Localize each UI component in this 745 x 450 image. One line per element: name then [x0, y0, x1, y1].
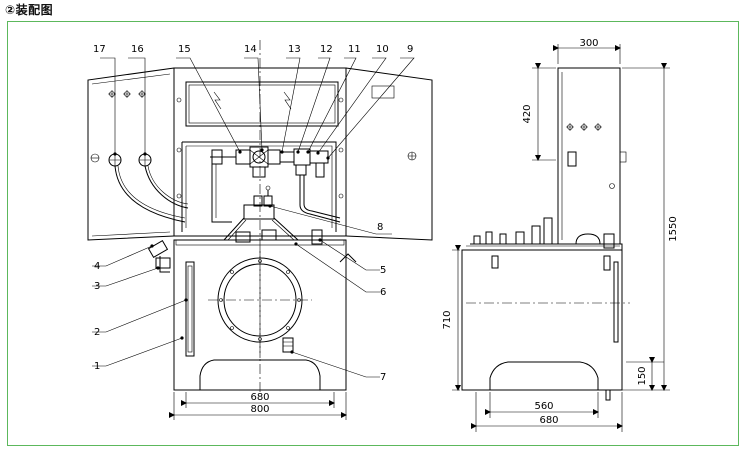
- dim-710: 710: [442, 310, 453, 329]
- cover-bolts: [219, 259, 301, 341]
- callout-4: 4: [94, 261, 100, 272]
- dim-680-front: 680: [250, 392, 269, 403]
- callout-15: 15: [178, 44, 191, 55]
- callout-9: 9: [407, 44, 413, 55]
- door-screws: [108, 90, 146, 98]
- callout-16: 16: [131, 44, 144, 55]
- left-door: [87, 67, 175, 241]
- middle-manifold: [223, 185, 323, 245]
- callout-labels: 17 16 15 14 13 12 11 10 9 8 5 6 7 4 3 2 …: [93, 44, 413, 383]
- callout-1: 1: [94, 361, 100, 372]
- dim-800-front: 800: [250, 404, 269, 415]
- front-view: [87, 40, 433, 420]
- drawing-frame: [7, 21, 739, 446]
- side-tank: [461, 249, 623, 391]
- side-view: [452, 44, 670, 432]
- callout-13: 13: [288, 44, 301, 55]
- cabinet-window: [185, 81, 339, 127]
- heater-7: [282, 337, 294, 353]
- drawing-heading: ②装配图: [5, 3, 54, 17]
- side-cabinet: [557, 67, 621, 245]
- callout-8: 8: [377, 222, 383, 233]
- callout-17: 17: [93, 44, 106, 55]
- dim-1550: 1550: [668, 216, 679, 241]
- callout-6: 6: [380, 287, 386, 298]
- callout-11: 11: [348, 44, 361, 55]
- side-screws: [566, 123, 602, 131]
- dim-150: 150: [637, 366, 648, 385]
- dim-680-side: 680: [539, 415, 558, 426]
- dim-420: 420: [522, 104, 533, 123]
- inner-frame: [181, 141, 337, 232]
- door-hinges: [90, 97, 344, 199]
- callout-5: 5: [380, 265, 386, 276]
- callout-12: 12: [320, 44, 333, 55]
- right-door: [345, 67, 433, 241]
- dim-560: 560: [534, 401, 553, 412]
- side-foot: [489, 361, 599, 390]
- side-fittings: [473, 217, 619, 401]
- callout-7: 7: [380, 372, 386, 383]
- callout-3: 3: [94, 281, 100, 292]
- callout-10: 10: [376, 44, 389, 55]
- callout-leaders: [92, 57, 415, 378]
- glare-mark: [213, 91, 222, 110]
- breather-cap: [575, 233, 601, 245]
- callout-2: 2: [94, 327, 100, 338]
- dim-300: 300: [579, 38, 598, 49]
- valve-4: [147, 239, 169, 259]
- callout-14: 14: [244, 44, 257, 55]
- valve-manifold: [210, 146, 329, 178]
- level-gauge: [185, 261, 195, 357]
